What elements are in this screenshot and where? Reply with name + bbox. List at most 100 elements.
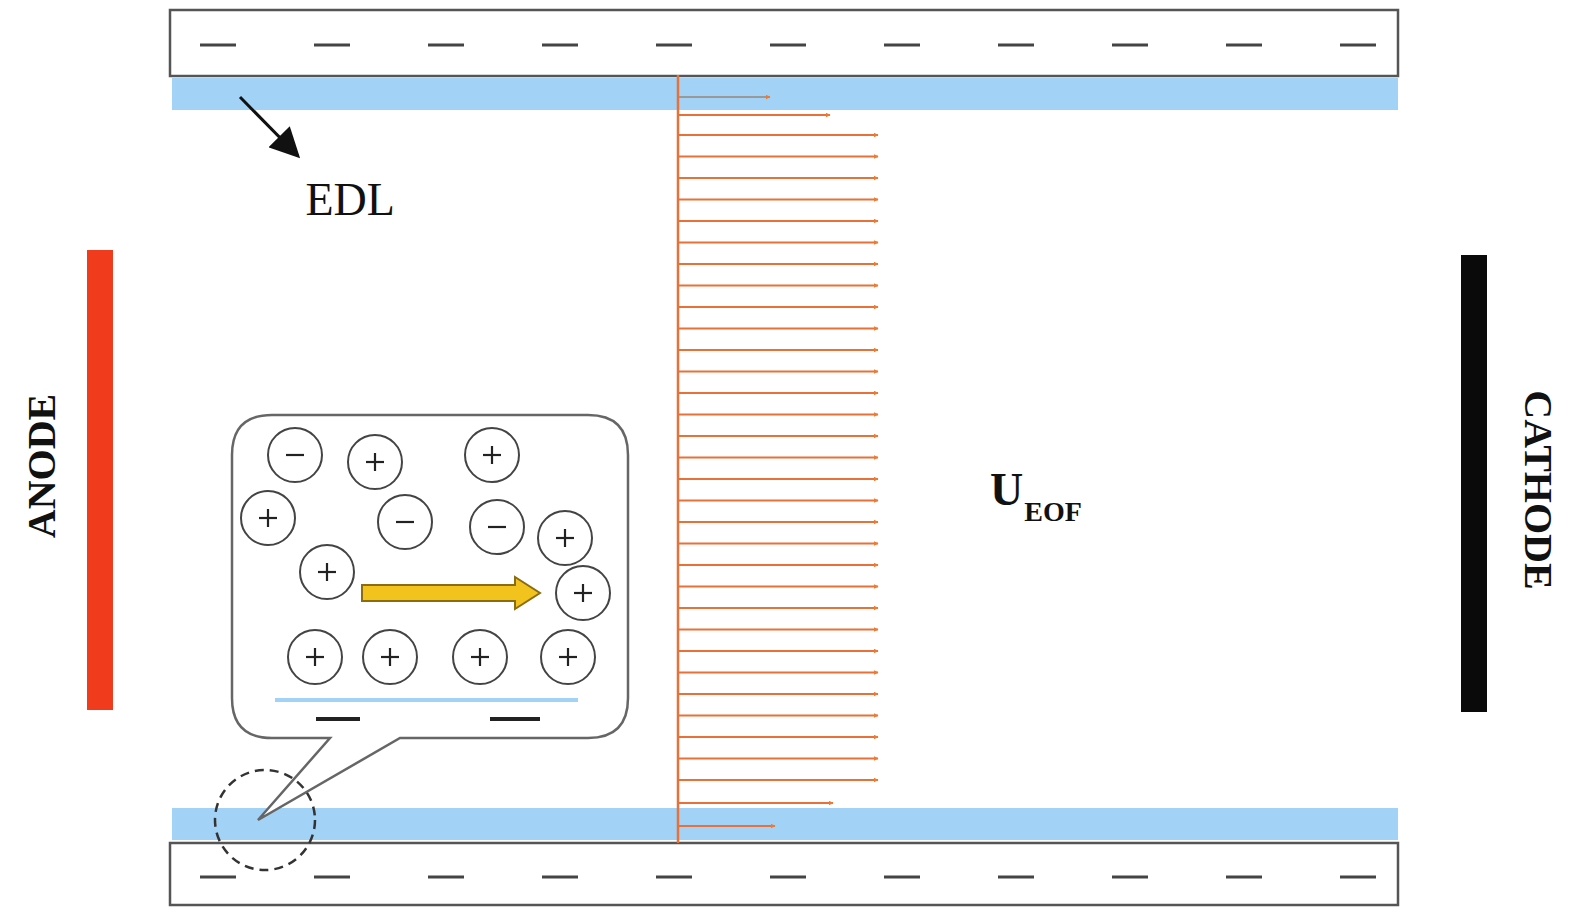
velocity-arrow xyxy=(679,825,775,827)
cation xyxy=(363,630,417,684)
cation xyxy=(453,630,507,684)
callout-wall xyxy=(275,698,578,702)
ions xyxy=(241,428,610,684)
ion-circle xyxy=(268,428,322,482)
velocity-arrow xyxy=(679,736,878,738)
velocity-arrow xyxy=(679,284,878,286)
velocity-subscript: EOF xyxy=(1024,498,1082,526)
velocity-profile xyxy=(679,97,878,826)
velocity-arrow xyxy=(679,370,878,372)
wall-charge xyxy=(998,44,1034,47)
velocity-arrow xyxy=(679,607,878,609)
wall-charge xyxy=(1340,876,1376,879)
pointer-arrow xyxy=(240,97,298,156)
velocity-arrow xyxy=(679,757,878,759)
charge-bar xyxy=(582,584,584,602)
magnify-callout xyxy=(232,415,628,820)
velocity-arrow xyxy=(679,198,878,200)
charge-bar xyxy=(374,453,376,471)
velocity-arrow xyxy=(679,628,878,630)
velocity-arrow xyxy=(679,478,878,480)
wall-charge xyxy=(1226,44,1262,47)
wall-charge xyxy=(490,717,540,721)
edl-band xyxy=(172,78,1398,110)
wall-charge xyxy=(314,44,350,47)
wall-charge xyxy=(1340,44,1376,47)
cation xyxy=(241,491,295,545)
anode-electrode xyxy=(87,250,113,710)
wall-charge xyxy=(1112,44,1148,47)
velocity-arrow xyxy=(679,220,878,222)
velocity-arrow xyxy=(679,435,878,437)
velocity-arrow xyxy=(679,241,878,243)
velocity-arrow xyxy=(679,521,878,523)
ion-circle xyxy=(541,630,595,684)
wall-charge xyxy=(884,876,920,879)
cation xyxy=(300,545,354,599)
cation xyxy=(556,566,610,620)
velocity-arrow xyxy=(679,134,878,136)
velocity-arrow xyxy=(679,177,878,179)
magnify-circle xyxy=(215,770,315,870)
ion-circle xyxy=(453,630,507,684)
cation xyxy=(465,428,519,482)
wall-charge xyxy=(316,717,360,721)
charge-bar xyxy=(488,526,506,528)
velocity-arrow xyxy=(679,96,770,98)
charge-bar xyxy=(326,563,328,581)
cation xyxy=(541,630,595,684)
charge-bar xyxy=(564,529,566,547)
velocity-arrow xyxy=(679,542,878,544)
ion-circle xyxy=(300,545,354,599)
ion-circle xyxy=(241,491,295,545)
velocity-arrow xyxy=(679,585,878,587)
velocity-arrow xyxy=(679,499,878,501)
cathode-electrode xyxy=(1461,255,1487,712)
wall-charge xyxy=(656,876,692,879)
wall-charge xyxy=(200,44,236,47)
cation xyxy=(538,511,592,565)
edl-band xyxy=(172,808,1398,840)
charge-bar xyxy=(286,454,304,456)
wall-charge xyxy=(1226,876,1262,879)
anion xyxy=(268,428,322,482)
velocity-symbol: U xyxy=(990,467,1023,513)
wall-charge xyxy=(770,44,806,47)
charge-bar xyxy=(396,521,414,523)
velocity-arrow xyxy=(679,413,878,415)
wall-charge xyxy=(542,44,578,47)
velocity-arrow xyxy=(679,802,833,804)
bottom-wall xyxy=(170,843,1398,905)
ion-circle xyxy=(378,495,432,549)
wall-charge xyxy=(1112,876,1148,879)
velocity-arrow xyxy=(679,564,878,566)
charge-bar xyxy=(567,648,569,666)
ion-circle xyxy=(470,500,524,554)
anion xyxy=(470,500,524,554)
charge-bar xyxy=(479,648,481,666)
wall-charge xyxy=(884,44,920,47)
velocity-arrow xyxy=(679,263,878,265)
charge-bar xyxy=(314,648,316,666)
velocity-arrow xyxy=(679,114,830,116)
wall-charge xyxy=(656,44,692,47)
cation xyxy=(288,630,342,684)
charge-bar xyxy=(267,509,269,527)
velocity-arrow xyxy=(679,650,878,652)
ion-circle xyxy=(288,630,342,684)
velocity-arrow xyxy=(679,392,878,394)
velocity-arrow xyxy=(679,456,878,458)
profile-axis xyxy=(677,75,680,843)
cathode-label: CATHODE xyxy=(1517,390,1557,589)
velocity-arrow xyxy=(679,779,878,781)
wall-charges xyxy=(200,45,1376,877)
ion-circle xyxy=(363,630,417,684)
ion-circle xyxy=(538,511,592,565)
wall-charge xyxy=(314,876,350,879)
velocity-arrow xyxy=(679,327,878,329)
ion-motion-arrow xyxy=(362,577,540,609)
charge-bar xyxy=(389,648,391,666)
wall-charge xyxy=(998,876,1034,879)
velocity-arrow xyxy=(679,714,878,716)
